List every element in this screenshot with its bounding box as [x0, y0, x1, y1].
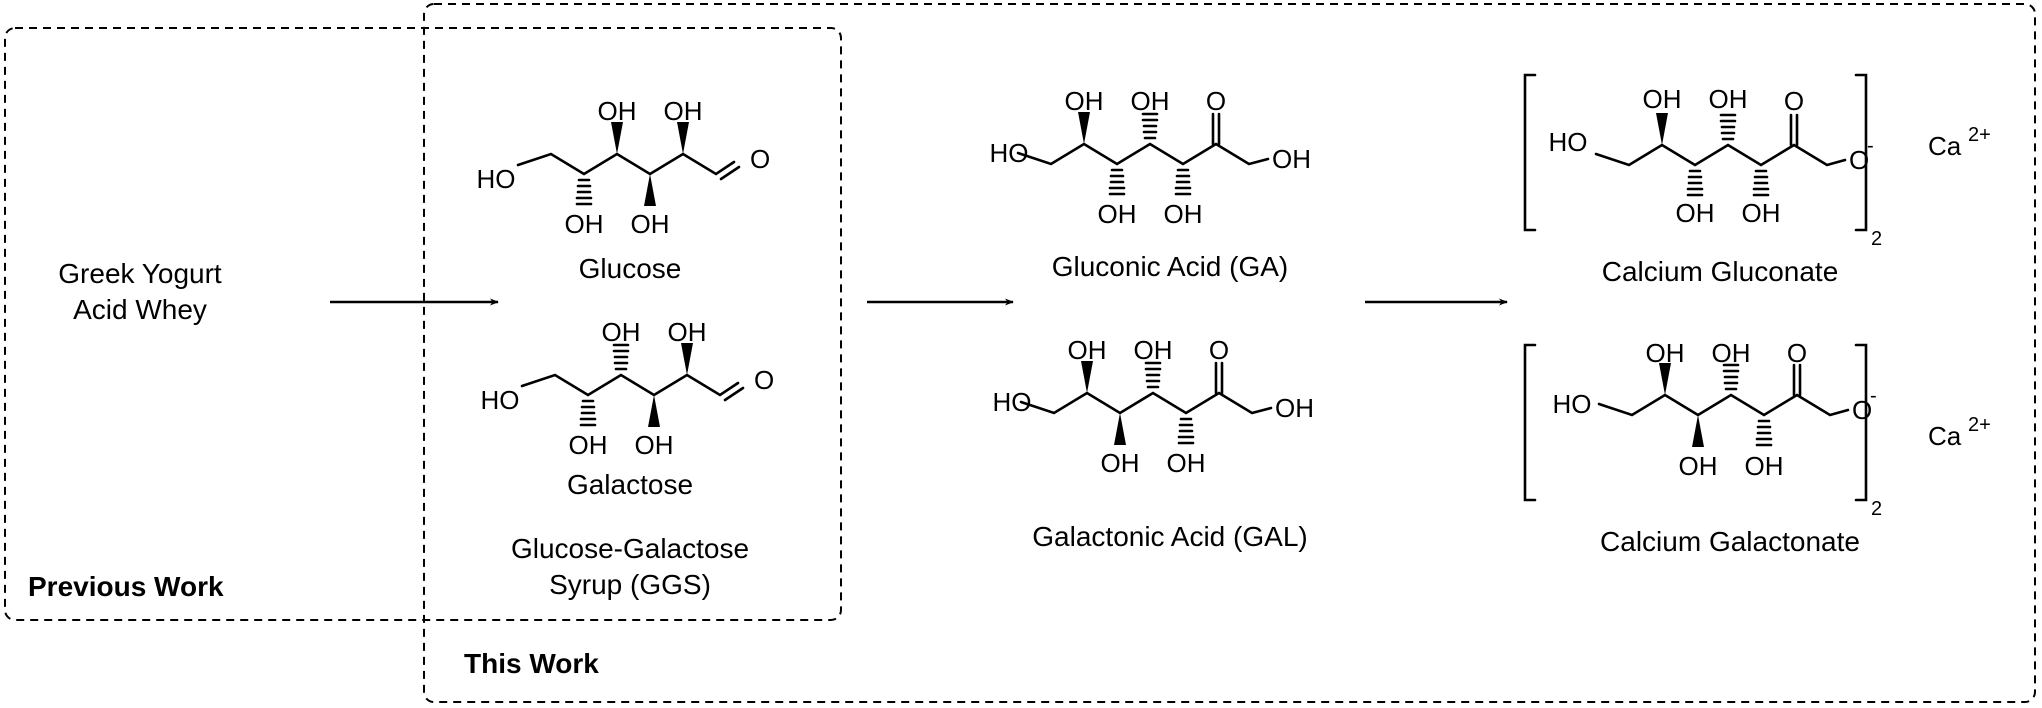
- svg-text:OH: OH: [1167, 448, 1206, 478]
- this-work-label: This Work: [464, 648, 599, 679]
- calcium-gluconate-label: Calcium Gluconate: [1602, 256, 1839, 287]
- svg-text:OH: OH: [1646, 338, 1685, 368]
- svg-text:2: 2: [1871, 498, 1882, 520]
- svg-text:O: O: [1852, 395, 1872, 425]
- svg-text:OH: OH: [635, 430, 674, 460]
- svg-text:OH: OH: [565, 209, 604, 239]
- galactose-label: Galactose: [567, 469, 693, 500]
- svg-text:OH: OH: [1098, 199, 1137, 229]
- svg-text:OH: OH: [1679, 451, 1718, 481]
- svg-text:OH: OH: [664, 96, 703, 126]
- svg-text:OH: OH: [602, 317, 641, 347]
- gluconic-acid-structure: HO OH OH O OH OH OH Gluconic Acid (GA): [990, 86, 1312, 282]
- start-line-2: Acid Whey: [73, 294, 207, 325]
- svg-text:OH: OH: [1131, 86, 1170, 116]
- svg-text:OH: OH: [598, 96, 637, 126]
- svg-text:HO: HO: [1553, 389, 1592, 419]
- svg-text:HO: HO: [477, 164, 516, 194]
- svg-text:O: O: [754, 365, 774, 395]
- glucose-label: Glucose: [579, 253, 682, 284]
- calcium-galactonate-label: Calcium Galactonate: [1600, 526, 1860, 557]
- svg-text:OH: OH: [1275, 393, 1314, 423]
- svg-text:OH: OH: [1742, 198, 1781, 228]
- calcium-galactonate-structure: HO OH OH O OH OH O - 2 Ca 2+ Calcium Gal…: [1523, 338, 1991, 557]
- svg-text:OH: OH: [1164, 199, 1203, 229]
- ggs-line-2: Syrup (GGS): [549, 569, 711, 600]
- svg-text:OH: OH: [1709, 84, 1748, 114]
- svg-text:OH: OH: [1272, 144, 1311, 174]
- svg-text:HO: HO: [1549, 127, 1588, 157]
- galactonic-acid-label: Galactonic Acid (GAL): [1032, 521, 1307, 552]
- svg-text:OH: OH: [1134, 335, 1173, 365]
- ggs-line-1: Glucose-Galactose: [511, 533, 749, 564]
- svg-text:-: -: [1870, 385, 1877, 407]
- svg-text:O: O: [1787, 338, 1807, 368]
- start-line-1: Greek Yogurt: [58, 258, 222, 289]
- previous-work-label: Previous Work: [28, 571, 224, 602]
- svg-text:2+: 2+: [1968, 124, 1991, 146]
- svg-text:O: O: [1784, 86, 1804, 116]
- svg-text:OH: OH: [1065, 86, 1104, 116]
- svg-text:O: O: [1849, 145, 1869, 175]
- svg-text:Ca: Ca: [1928, 421, 1962, 451]
- svg-text:Ca: Ca: [1928, 131, 1962, 161]
- svg-text:HO: HO: [993, 387, 1032, 417]
- svg-text:OH: OH: [1101, 448, 1140, 478]
- svg-text:OH: OH: [631, 209, 670, 239]
- galactonic-acid-structure: HO OH OH O OH OH OH Galactonic Acid (GAL…: [993, 335, 1315, 552]
- svg-text:-: -: [1867, 135, 1874, 157]
- svg-text:O: O: [1209, 335, 1229, 365]
- this-work-box: [423, 3, 2036, 703]
- svg-text:OH: OH: [1643, 84, 1682, 114]
- svg-text:OH: OH: [1712, 338, 1751, 368]
- svg-text:HO: HO: [481, 385, 520, 415]
- svg-text:HO: HO: [990, 138, 1029, 168]
- glucose-structure: HO OH OH OH OH O Glucose: [477, 96, 771, 284]
- svg-text:OH: OH: [668, 317, 707, 347]
- svg-text:2+: 2+: [1968, 414, 1991, 436]
- svg-text:O: O: [1206, 86, 1226, 116]
- gluconic-acid-label: Gluconic Acid (GA): [1052, 251, 1289, 282]
- galactose-structure: HO OH OH OH OH O Galactose: [481, 317, 775, 500]
- svg-text:OH: OH: [1676, 198, 1715, 228]
- svg-text:OH: OH: [569, 430, 608, 460]
- calcium-gluconate-structure: HO OH OH O OH OH O - 2 Ca 2+ Calcium Glu…: [1523, 73, 1991, 287]
- svg-text:2: 2: [1871, 228, 1882, 250]
- svg-text:O: O: [750, 144, 770, 174]
- svg-text:OH: OH: [1068, 335, 1107, 365]
- svg-text:OH: OH: [1745, 451, 1784, 481]
